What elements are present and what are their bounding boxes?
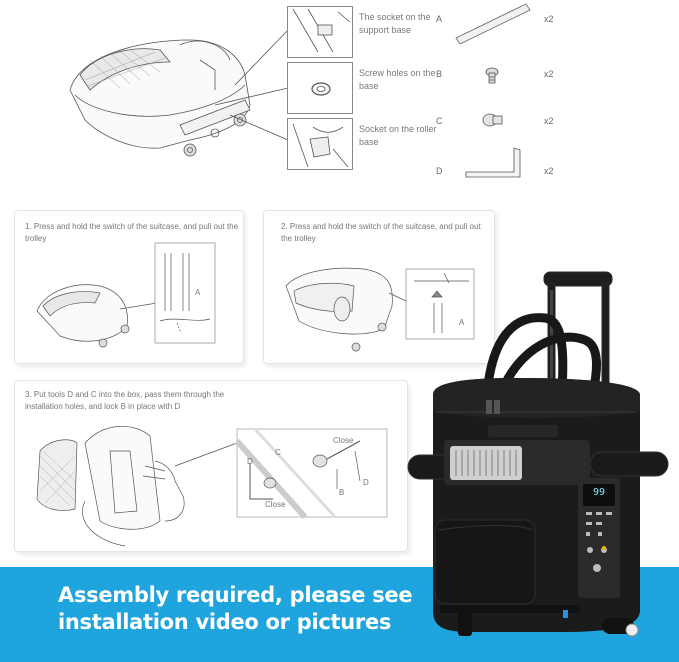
step-3-label-d1: D <box>247 457 253 466</box>
step-3-label-c: C <box>275 448 281 457</box>
step-2-text: 2. Press and hold the switch of the suit… <box>281 222 481 243</box>
part-letter-c: C <box>436 116 443 126</box>
screw-hole-detail <box>311 82 331 96</box>
part-letter-a: A <box>436 14 443 24</box>
callout-support-socket: The socket on the support base <box>359 12 431 35</box>
power-station-display: 99 <box>592 487 606 498</box>
step-1-label-a: A <box>195 288 201 297</box>
part-letter-d: D <box>436 166 443 176</box>
callout-roller-socket: Socket on the roller base <box>359 124 437 147</box>
callout-screw-holes: Screw holes on the base <box>359 68 436 91</box>
part-letter-b: B <box>436 69 443 79</box>
step-3-illustration <box>36 425 388 547</box>
step-3-text: 3. Put tools D and C into the box, pass … <box>25 390 225 411</box>
support-socket-detail <box>292 8 351 53</box>
part-qty-d: x2 <box>544 166 554 176</box>
roller-socket-detail <box>292 123 349 168</box>
detail-box-screw-holes <box>287 62 353 114</box>
step-2-illustration <box>285 267 475 352</box>
detail-box-support-socket <box>287 6 353 58</box>
banner-line-1: Assembly required, please see <box>58 583 413 607</box>
assembly-banner: Assembly required, please see installati… <box>0 567 679 662</box>
part-qty-a: x2 <box>544 14 554 24</box>
step-2-label-a: A <box>459 318 465 327</box>
step-3-label-close1: Close <box>265 500 286 509</box>
step-1-card: 1. Press and hold the switch of the suit… <box>14 210 244 364</box>
step-1-illustration <box>36 242 216 348</box>
step-2-card: 2. Press and hold the switch of the suit… <box>263 210 495 364</box>
step-3-label-d2: D <box>363 478 369 487</box>
banner-line-2: installation video or pictures <box>58 610 392 634</box>
step-3-label-close2: Close <box>333 436 354 445</box>
step-1-text: 1. Press and hold the switch of the suit… <box>25 222 239 243</box>
part-qty-c: x2 <box>544 116 554 126</box>
detail-box-roller-socket <box>287 118 353 170</box>
step-3-card: 3. Put tools D and C into the box, pass … <box>14 380 408 552</box>
part-qty-b: x2 <box>544 69 554 79</box>
step-3-label-b: B <box>339 488 345 497</box>
